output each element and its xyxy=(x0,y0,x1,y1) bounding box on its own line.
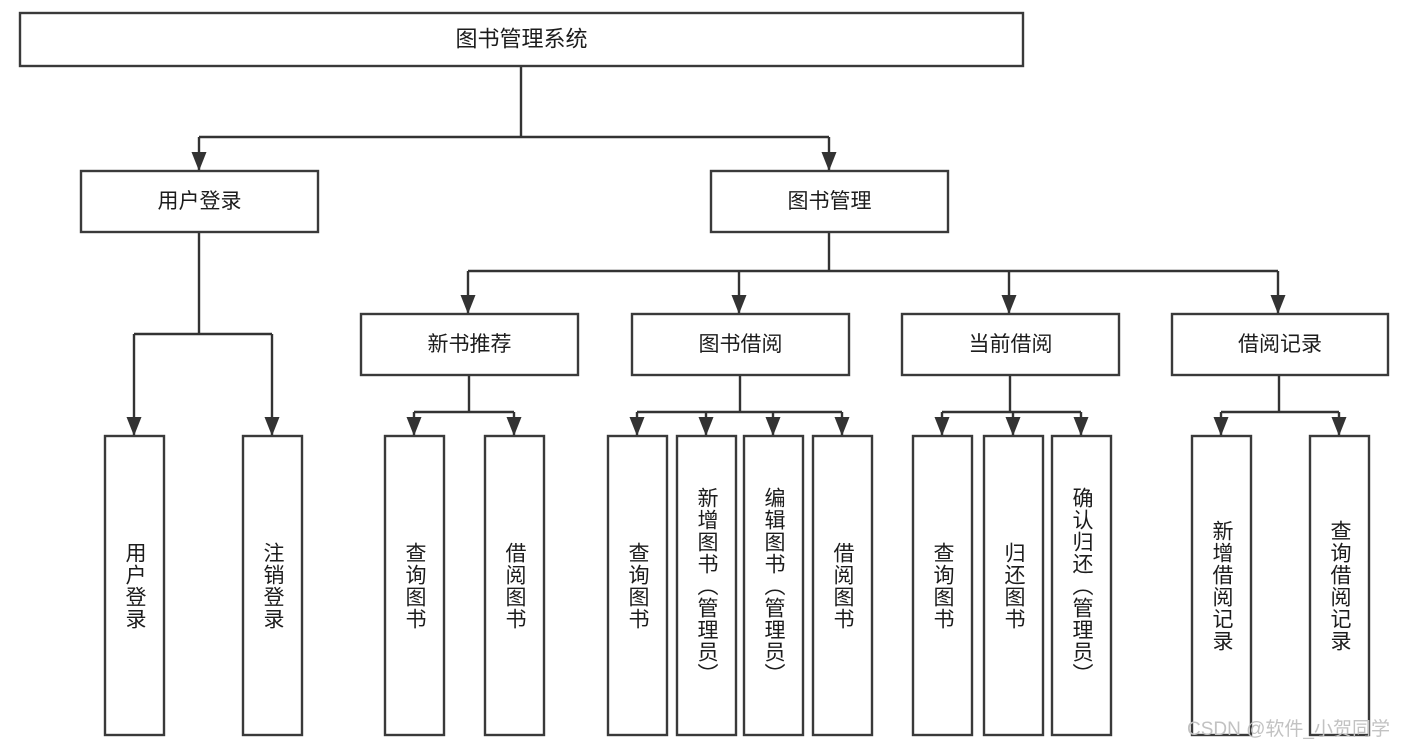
node-book-borrow[interactable] xyxy=(630,312,851,377)
watermark-text: CSDN @软件_小贺同学 xyxy=(1187,719,1390,740)
arrow-head-icon-book-manage-0 xyxy=(460,295,476,314)
arrow-head-icon-group-new-book-rec-0 xyxy=(406,417,422,436)
node-leaf-user-login-rect[interactable] xyxy=(103,434,166,737)
arrow-head-icon-book-manage-3 xyxy=(1270,295,1286,314)
node-current-borrow[interactable] xyxy=(900,312,1121,377)
node-leaf-borrow-book-1[interactable] xyxy=(483,434,546,737)
arrow-head-icon-book-manage-1 xyxy=(731,295,747,314)
arrow-head-icon-root-1 xyxy=(821,152,837,171)
arrow-head-icon-group-borrow-record-0 xyxy=(1213,417,1229,436)
node-new-book-rec-label: 新书推荐 xyxy=(428,333,512,356)
node-borrow-record-rect[interactable] xyxy=(1170,312,1390,377)
node-leaf-user-login[interactable] xyxy=(103,434,166,737)
node-borrow-record[interactable] xyxy=(1170,312,1390,377)
node-book-borrow-rect[interactable] xyxy=(630,312,851,377)
connectors-layer xyxy=(126,66,1347,436)
arrow-head-icon-root-0 xyxy=(191,152,207,171)
node-leaf-confirm-return[interactable] xyxy=(1050,434,1113,737)
node-book-borrow-label: 图书借阅 xyxy=(699,333,783,356)
node-user-login-rect[interactable] xyxy=(79,169,320,234)
arrow-head-icon-group-new-book-rec-1 xyxy=(506,417,522,436)
node-leaf-query-book-3-rect[interactable] xyxy=(911,434,974,737)
node-leaf-return-book-rect[interactable] xyxy=(982,434,1045,737)
node-new-book-rec-rect[interactable] xyxy=(359,312,580,377)
arrow-head-icon-group-current-borrow-2 xyxy=(1073,417,1089,436)
arrow-head-icon-group-borrow-record-1 xyxy=(1331,417,1347,436)
arrow-head-icon-group-current-borrow-1 xyxy=(1005,417,1021,436)
node-leaf-query-record-rect[interactable] xyxy=(1308,434,1371,737)
node-leaf-add-book[interactable] xyxy=(675,434,738,737)
node-current-borrow-rect[interactable] xyxy=(900,312,1121,377)
node-leaf-logout-rect[interactable] xyxy=(241,434,304,737)
arrow-head-icon-group-book-borrow-2 xyxy=(765,417,781,436)
node-leaf-return-book[interactable] xyxy=(982,434,1045,737)
node-book-manage-rect[interactable] xyxy=(709,169,950,234)
node-user-login[interactable] xyxy=(79,169,320,234)
arrow-head-icon-group-current-borrow-0 xyxy=(934,417,950,436)
node-leaf-query-book-1-rect[interactable] xyxy=(383,434,446,737)
node-leaf-edit-book-rect[interactable] xyxy=(742,434,805,737)
node-leaf-add-book-rect[interactable] xyxy=(675,434,738,737)
node-leaf-confirm-return-rect[interactable] xyxy=(1050,434,1113,737)
arrow-head-icon-group-book-borrow-3 xyxy=(834,417,850,436)
node-root[interactable] xyxy=(18,11,1025,68)
node-leaf-edit-book[interactable] xyxy=(742,434,805,737)
node-boxes-layer xyxy=(18,11,1390,737)
node-new-book-rec[interactable] xyxy=(359,312,580,377)
node-leaf-query-book-2[interactable] xyxy=(606,434,669,737)
node-leaf-borrow-book-1-rect[interactable] xyxy=(483,434,546,737)
node-leaf-query-book-1[interactable] xyxy=(383,434,446,737)
node-leaf-borrow-book-2-rect[interactable] xyxy=(811,434,874,737)
node-book-manage-label: 图书管理 xyxy=(788,190,872,213)
node-root-label: 图书管理系统 xyxy=(455,26,587,51)
node-root-rect[interactable] xyxy=(18,11,1025,68)
node-leaf-add-record-rect[interactable] xyxy=(1190,434,1253,737)
arrow-head-icon-group-book-borrow-1 xyxy=(698,417,714,436)
node-leaf-query-record[interactable] xyxy=(1308,434,1371,737)
arrow-head-icon-user-login-0 xyxy=(126,417,142,436)
node-leaf-query-book-3[interactable] xyxy=(911,434,974,737)
node-leaf-borrow-book-2[interactable] xyxy=(811,434,874,737)
node-leaf-add-record[interactable] xyxy=(1190,434,1253,737)
node-borrow-record-label: 借阅记录 xyxy=(1238,333,1322,356)
arrow-head-icon-group-book-borrow-0 xyxy=(629,417,645,436)
node-leaf-query-book-2-rect[interactable] xyxy=(606,434,669,737)
node-book-manage[interactable] xyxy=(709,169,950,234)
arrow-head-icon-book-manage-2 xyxy=(1001,295,1017,314)
node-current-borrow-label: 当前借阅 xyxy=(969,333,1053,356)
node-leaf-logout[interactable] xyxy=(241,434,304,737)
arrow-head-icon-user-login-1 xyxy=(264,417,280,436)
node-user-login-label: 用户登录 xyxy=(158,190,242,213)
